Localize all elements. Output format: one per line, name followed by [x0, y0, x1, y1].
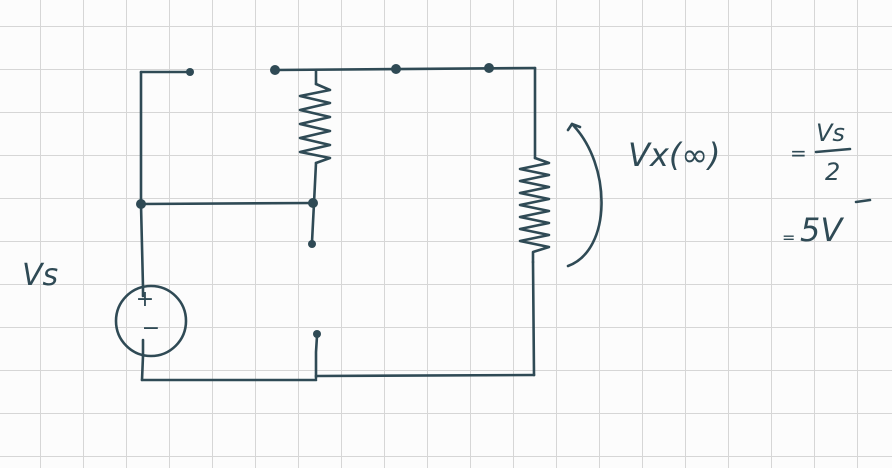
equation-lhs: Vx(∞) [628, 136, 720, 174]
source-label: Vs [22, 258, 58, 293]
voltage-source [114, 284, 188, 358]
source-plus-sign: + [136, 287, 154, 312]
equation-denominator: 2 [825, 158, 840, 186]
right-wire [531, 66, 537, 377]
middle-node [308, 198, 318, 208]
switch-contact-right [270, 65, 280, 75]
equation-result: 5V [800, 211, 844, 249]
equation-equals-2: = [782, 228, 795, 247]
middle-wire [139, 201, 315, 206]
top-right-node [484, 63, 494, 73]
source-minus-sign: − [142, 316, 160, 341]
switch-contact-left [186, 68, 194, 76]
equation-equals-1: = [790, 141, 807, 165]
left-middle-node [136, 199, 146, 209]
bottom-switch-lead [314, 334, 319, 380]
open-switch-lower-contact [313, 330, 321, 338]
vx-curved-arrow [566, 122, 603, 268]
fraction-bar [814, 147, 852, 154]
middle-resistor [298, 82, 332, 165]
top-wire [273, 66, 537, 72]
top-node [391, 64, 401, 74]
vx-arrow-head [566, 122, 582, 132]
bottom-wire [140, 373, 536, 382]
result-overline [854, 198, 872, 204]
right-resistor [518, 156, 551, 264]
left-wire [139, 70, 145, 382]
open-switch-upper-contact [308, 240, 316, 248]
equation-numerator: Vs [816, 119, 845, 147]
